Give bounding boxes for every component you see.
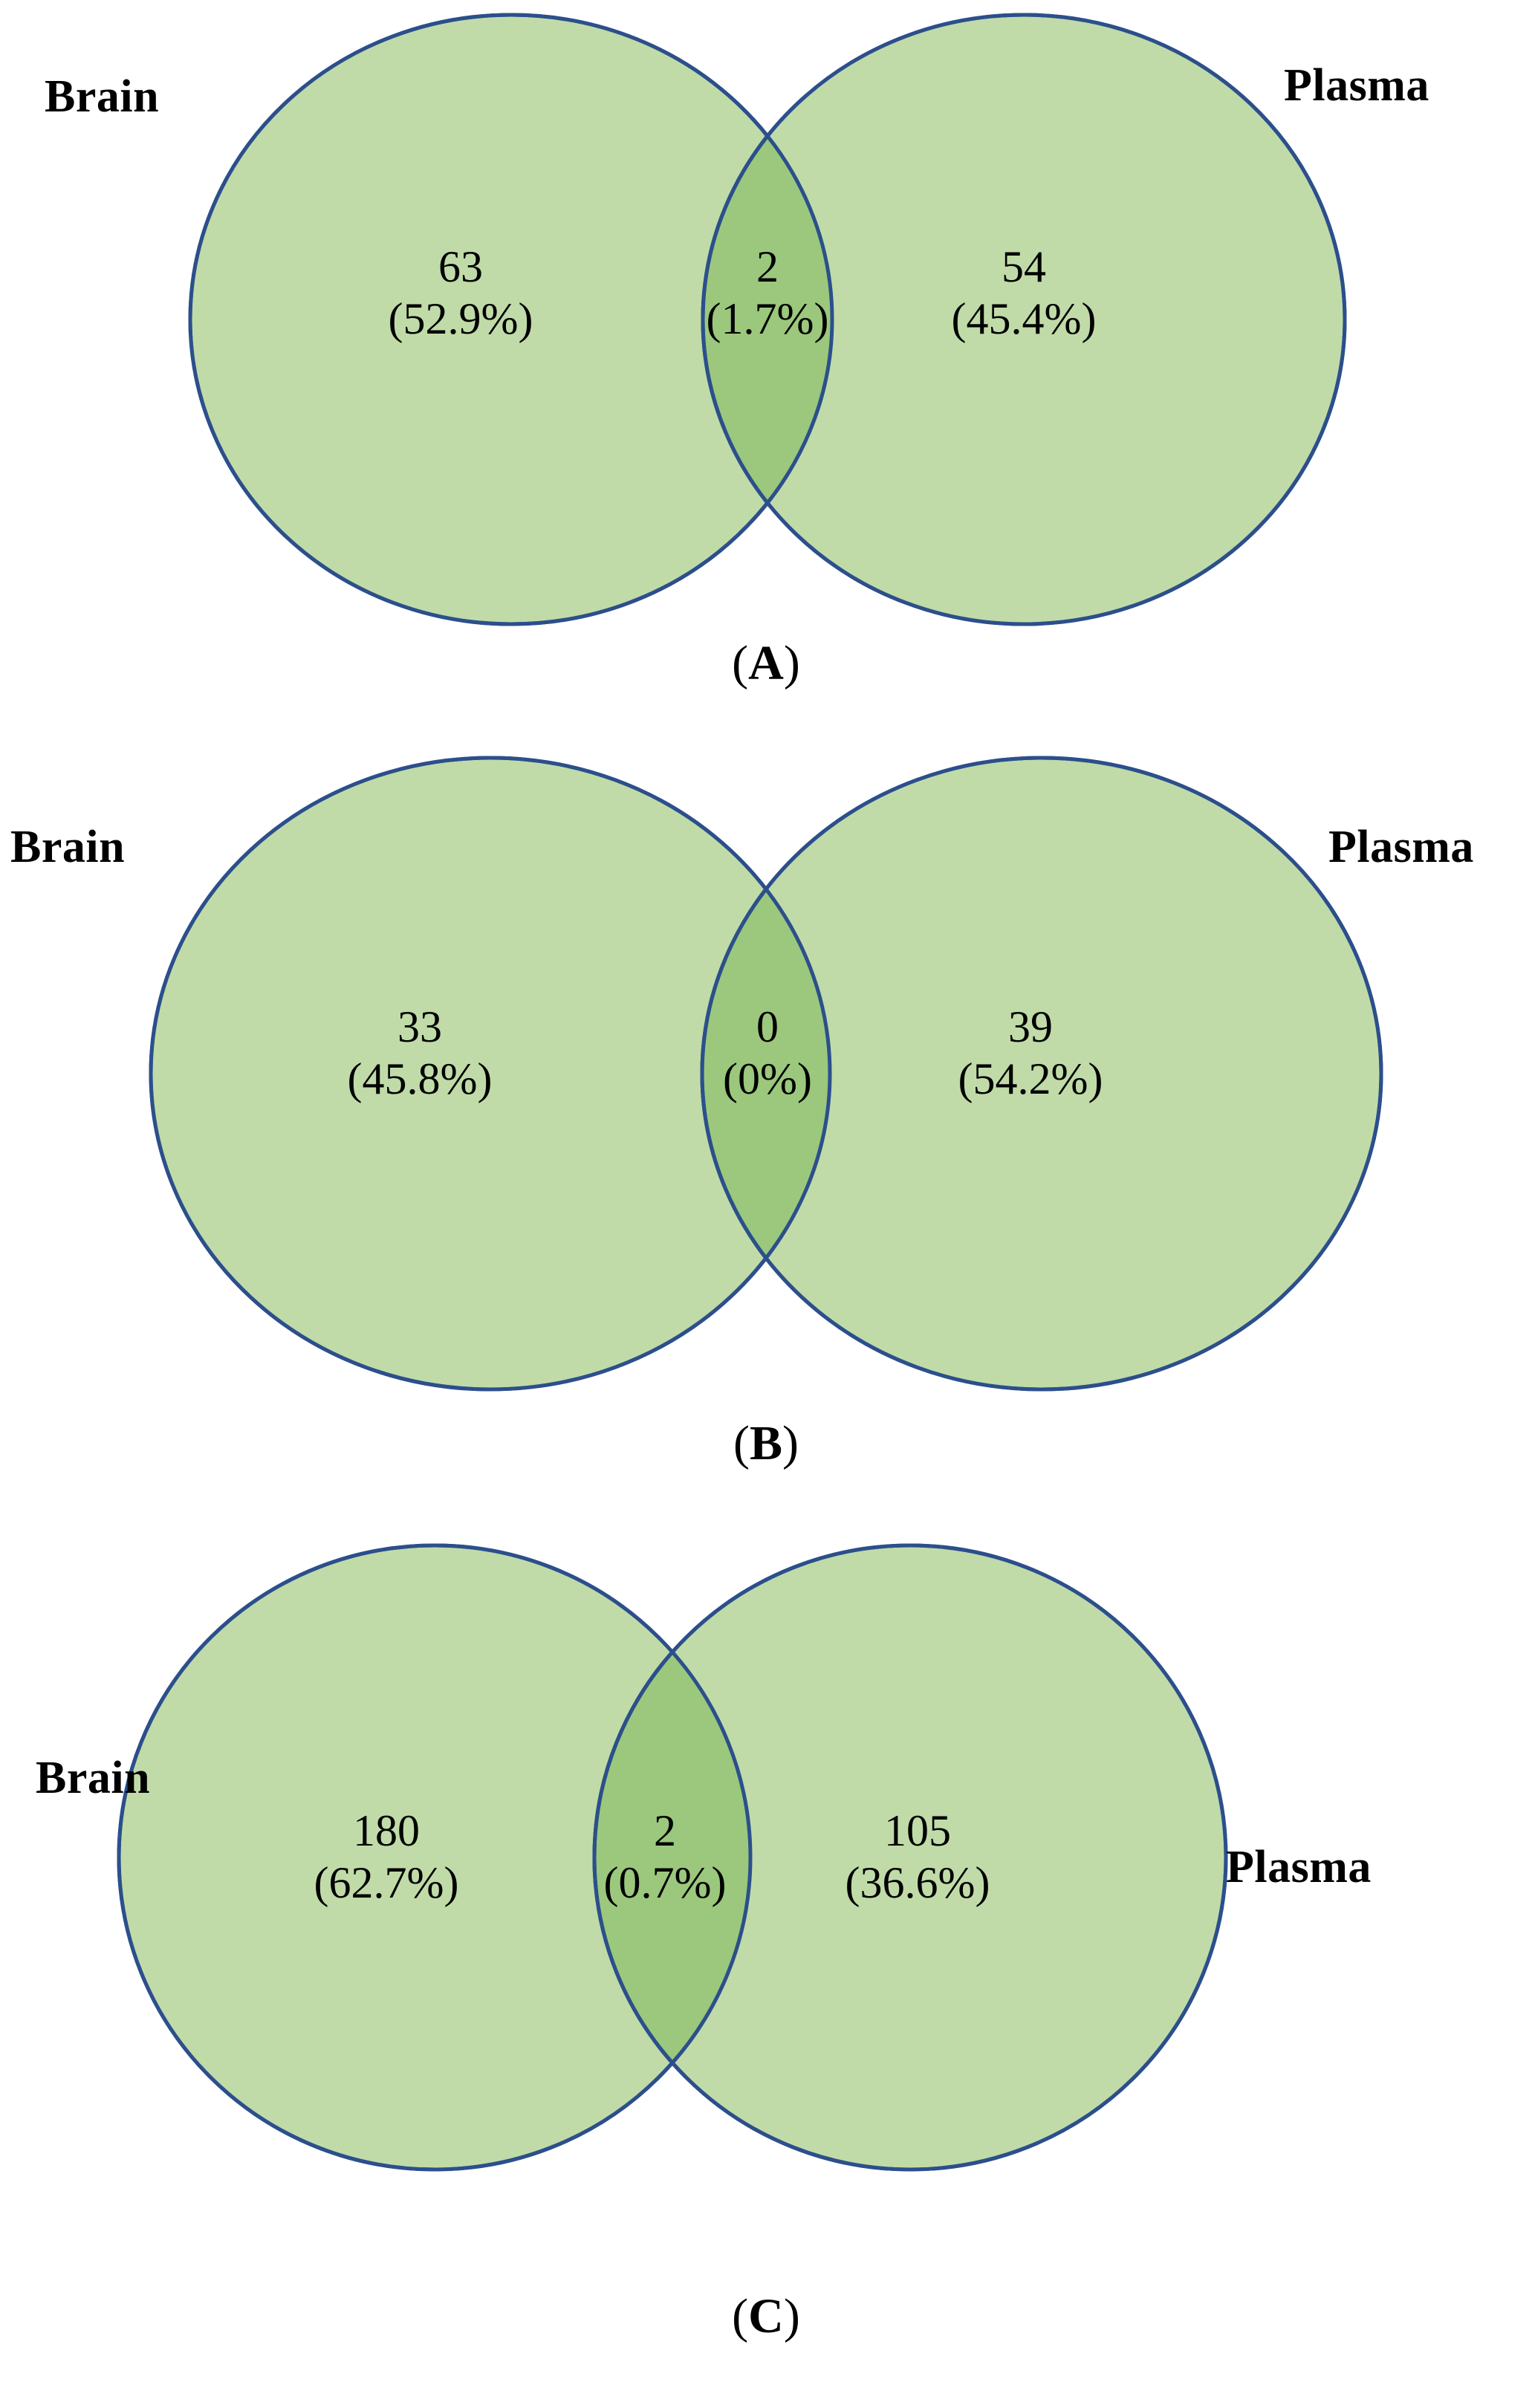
region-count: 2 (756, 242, 779, 291)
venn-panel-a: Brain Plasma 63 (52.9%) 2 (1.7%) 54 (45.… (0, 0, 1532, 743)
panel-label-letter: B (749, 1416, 783, 1470)
region-percent: (62.7%) (314, 1857, 459, 1907)
panel-label-letter: C (748, 2289, 784, 2343)
set-label-plasma-c: Plasma (1226, 1842, 1372, 1892)
region-count: 39 (1008, 1002, 1053, 1051)
region-percent: (0.7%) (603, 1857, 727, 1907)
region-percent: (54.2%) (958, 1054, 1103, 1103)
venn-region-plasma-only-c: 105 (36.6%) (795, 1805, 1040, 1909)
region-percent: (45.4%) (951, 293, 1097, 343)
panel-label-b: (B) (0, 1415, 1532, 1472)
region-percent: (45.8%) (347, 1054, 493, 1103)
venn-diagram-a (188, 13, 1347, 626)
panel-label-paren-close: ) (782, 1416, 799, 1470)
venn-region-brain-only-a: 63 (52.9%) (342, 241, 580, 345)
venn-region-intersection-a: 2 (1.7%) (667, 241, 868, 345)
venn-region-intersection-c: 2 (0.7%) (565, 1805, 765, 1909)
venn-region-intersection-b: 0 (0%) (675, 1002, 860, 1105)
venn-region-plasma-only-b: 39 (54.2%) (908, 1002, 1153, 1105)
region-count: 54 (1002, 242, 1046, 291)
panel-label-letter: A (748, 636, 784, 690)
panel-label-paren-close: ) (783, 2289, 800, 2343)
region-percent: (1.7%) (706, 293, 829, 343)
region-count: 105 (884, 1806, 951, 1855)
region-count: 63 (438, 242, 483, 291)
venn-ellipse-plasma-c-outline (592, 1543, 1228, 2172)
venn-ellipse-plasma-a-outline (701, 13, 1347, 626)
panel-label-paren-open: ( (732, 2289, 749, 2343)
panel-label-c: (C) (0, 2288, 1532, 2345)
region-count: 2 (654, 1806, 676, 1855)
venn-ellipse-brain-c-outline (117, 1543, 753, 2172)
panel-label-paren-close: ) (783, 636, 800, 690)
venn-ellipse-brain-a-outline (188, 13, 834, 626)
set-label-brain-b: Brain (10, 822, 126, 872)
set-label-brain-c: Brain (36, 1753, 151, 1803)
venn-panel-c: Brain Plasma 180 (62.7%) 2 (0.7%) 105 (3… (0, 1516, 1532, 2408)
region-percent: (0%) (723, 1054, 812, 1103)
set-label-brain-a: Brain (45, 71, 160, 122)
region-count: 33 (397, 1002, 442, 1051)
region-count: 180 (353, 1806, 420, 1855)
panel-label-a: (A) (0, 635, 1532, 692)
venn-ellipse-plasma-b-outline (700, 756, 1383, 1392)
venn-region-brain-only-c: 180 (62.7%) (264, 1805, 509, 1909)
region-count: 0 (756, 1002, 779, 1051)
set-label-plasma-b: Plasma (1328, 822, 1474, 872)
venn-diagram-b (149, 756, 1383, 1392)
venn-region-brain-only-b: 33 (45.8%) (297, 1002, 542, 1105)
region-percent: (52.9%) (388, 293, 533, 343)
region-percent: (36.6%) (845, 1857, 990, 1907)
panel-label-paren-open: ( (733, 1416, 750, 1470)
panel-label-paren-open: ( (732, 636, 749, 690)
venn-region-plasma-only-a: 54 (45.4%) (905, 241, 1143, 345)
venn-ellipse-brain-b-outline (149, 756, 832, 1392)
venn-diagram-c (117, 1543, 1228, 2172)
set-label-plasma-a: Plasma (1284, 60, 1429, 111)
venn-panel-b: Brain Plasma 33 (45.8%) 0 (0%) 39 (54.2%… (0, 743, 1532, 1516)
